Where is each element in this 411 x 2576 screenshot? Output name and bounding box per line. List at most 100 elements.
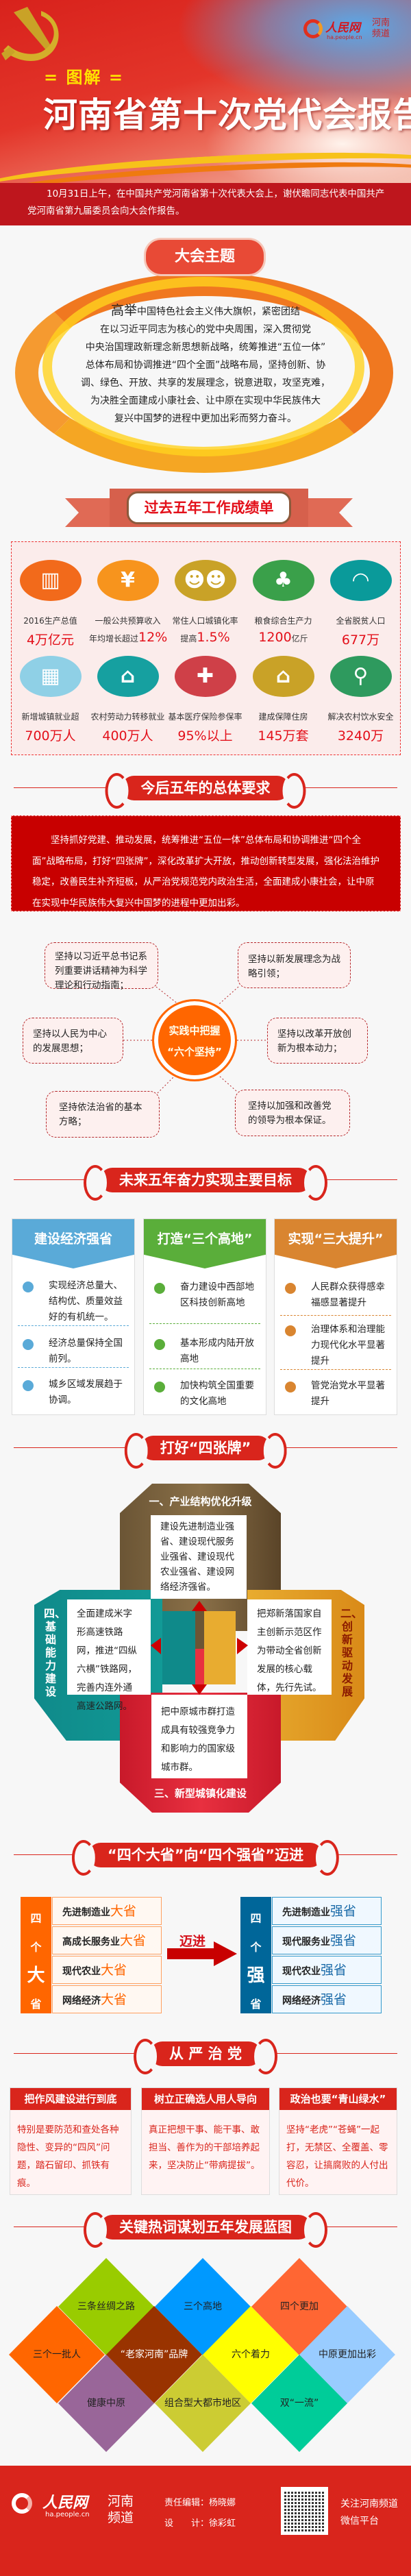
section-header: 从 严 治 党 (14, 2039, 397, 2074)
goal-item: 经济总量保持全国前列。 (18, 1336, 129, 1367)
theme-line: 调、绿色、开放、共享的发展理念，锐意进取，攻坚克难， (81, 378, 330, 389)
people-net-logo[interactable]: 人民网 ha.people.cn 河南频道 (303, 18, 396, 45)
goal-column: 打造“三个高地” 奋力建设中西部地区科技创新高地 基本形成内陆开放高地 加快构筑… (143, 1218, 266, 1415)
persistence-item: 坚持以加强和改善党的领导为根本保证。 (235, 1090, 350, 1136)
card-body: 特别是要防范和查处各种隐性、变异的“四风”问题，踏石留印、抓铁有痕。 (17, 2124, 119, 2189)
goal-column-title: 建设经济强省 (12, 1219, 134, 1268)
section-title: “四个大省”向“四个强省”迈进 (71, 1840, 340, 1876)
footer: 人民网 ha.people.cn 河南频道 责任编辑：杨晓娜 设 计：徐彩虹 关… (0, 2466, 411, 2576)
bullet-icon (23, 1281, 34, 1292)
medical-kit-icon: ✚ (174, 656, 236, 697)
goal-column-title: 实现“三大提升” (275, 1219, 397, 1268)
bar-chart-icon: ▥ (19, 560, 82, 601)
section-title: 从 严 治 党 (134, 2039, 277, 2074)
four-big-provinces: 四个大省 先进制造业大省 高成长服务业大省 现代农业大省 网络经济大省 (21, 1897, 162, 2013)
stat-value: 1200亿斤 (258, 630, 308, 645)
divider (18, 1325, 129, 1326)
city-worker-icon: ▦ (19, 656, 82, 697)
center-line: 实践中把握 (169, 1025, 221, 1037)
section-title: 今后五年的总体要求 (105, 773, 306, 809)
wheat-icon: ♣ (252, 560, 314, 601)
section-header: 未来五年奋力实现主要目标 (14, 1165, 397, 1201)
goal-item: 奋力建设中西部地区科技创新高地 (149, 1279, 260, 1311)
section-header: 打好“四张牌” (14, 1433, 397, 1469)
theme-line: 在以习近平同志为核心的党中央周围，深入贯彻党 (100, 324, 311, 335)
persistence-item: 坚持以习近平总书记系列重要讲话精神为科学理论和行动指南； (45, 942, 158, 991)
card-body: 真正把想干事、能干事、敢担当、善作为的干部培养起来，坚决防止“带病提拔”。 (149, 2124, 260, 2171)
stat-value: 提高1.5% (180, 630, 230, 645)
faucet-icon: ⚲ (329, 656, 392, 697)
stat-item: ▥ 2016生产总值 4万亿元 (12, 560, 89, 648)
bullet-icon (285, 1325, 296, 1336)
card-label: 三、新型城镇化建设 (153, 1787, 247, 1800)
bullet-icon (23, 1339, 34, 1350)
section-title: 关键热词谋划五年发展蓝图 (84, 2212, 327, 2248)
theme-line: 中央治国理政新理念新思想新战略，统筹推进“五位一体” (85, 342, 326, 353)
card-text: 把郑新落国家自主创新示范区作为带动全省创新发展的核心载体，先行先试。 (247, 1599, 332, 1695)
goal-item: 基本形成内陆开放高地 (149, 1336, 260, 1367)
card-title: 把作风建设进行到底 (10, 2088, 131, 2110)
house-in-hands-icon: ⌂ (252, 656, 314, 697)
divider (18, 1367, 129, 1368)
discipline-card: 把作风建设进行到底特别是要防范和查处各种隐性、变异的“四风”问题，踏石留印、抓铁… (10, 2087, 132, 2195)
connector-lines (123, 986, 267, 1094)
persistence-item: 坚持以新发展理念为战略引领； (238, 942, 351, 988)
theme-line: 为决胜全面建成小康社会、让中原在实现中华民族伟大 (90, 395, 321, 406)
footer-logo-name: 人民网 (42, 2494, 88, 2512)
bullet-icon (285, 1382, 296, 1393)
qr-code[interactable] (281, 2487, 328, 2535)
section-header: “四个大省”向“四个强省”迈进 (14, 1840, 397, 1876)
stat-value: 4万亿元 (26, 633, 75, 648)
persistence-item: 坚持以改革开放创新为根本动力； (267, 1018, 368, 1064)
center-square (162, 1611, 236, 1684)
persistence-item: 坚持以人民为中心的发展思想； (23, 1018, 123, 1064)
bullet-icon (154, 1339, 165, 1350)
footer-logo-url[interactable]: ha.people.cn (45, 2511, 90, 2518)
yuan-icon: ¥ (97, 560, 159, 601)
province-row: 先进制造业大省 (52, 1897, 162, 1925)
stat-item: ♣ 粮食综合生产力 1200亿斤 (245, 560, 322, 645)
advance-label: 迈进 (179, 1934, 206, 1949)
stat-value: 145万套 (258, 728, 309, 744)
theme-line: 总体布局和协调推进“四个全面”战略布局，坚持创新、协 (85, 360, 326, 371)
stat-value: 95%以上 (177, 728, 233, 744)
province-row: 网络经济大省 (52, 1985, 162, 2013)
goal-item: 城乡区域发展趋于协调。 (18, 1377, 129, 1408)
four-strong-provinces: 四个强省 先进制造业强省 现代服务业强省 现代农业强省 网络经济强省 (240, 1897, 382, 2013)
province-row: 现代农业大省 (52, 1956, 162, 1984)
card-label: 四、基础能力建设 (44, 1607, 66, 1698)
stat-item: ☻☻常住人口城镇化率提高1.5% (166, 560, 244, 645)
stat-value: 400万人 (102, 728, 153, 744)
logo-mark-icon (12, 2493, 32, 2514)
graphic-tag: = 图解 = (44, 68, 124, 87)
bullet-icon (285, 1283, 296, 1294)
card-label: 二、创新驱动发展 (340, 1607, 363, 1698)
stat-value: 700万人 (25, 728, 76, 744)
discipline-card: 政治也要“青山绿水”坚持“老虎”“苍蝇”一起打，无禁区、全覆盖、零容忍，让搞腐败… (279, 2087, 397, 2195)
province-row: 现代服务业强省 (272, 1926, 382, 1954)
bullet-icon (23, 1380, 34, 1391)
stat-label: 2016生产总值 (23, 616, 77, 626)
card-text: 把中原城市群打造成具有较强竞争力和影响力的国家级城市群。 (151, 1695, 247, 1778)
stat-label: 全省脱贫人口 (336, 616, 386, 626)
divider (280, 1369, 391, 1370)
editor-line: 责任编辑：杨晓娜 (164, 2498, 236, 2508)
center-line: “六个坚持” (167, 1046, 222, 1058)
province-row: 高成长服务业大省 (52, 1926, 162, 1954)
card-title: 树立正确选人用人导向 (142, 2088, 269, 2110)
section-header: 关键热词谋划五年发展蓝图 (14, 2212, 397, 2248)
card-text: 全面建成米字形高速铁路网，推进“四纵六横”铁路网，完善内连外通高速公路网。 (67, 1599, 151, 1712)
designer-line: 设 计：徐彩虹 (164, 2518, 236, 2529)
goal-column-title: 打造“三个高地” (144, 1219, 266, 1268)
bullet-icon (154, 1382, 165, 1393)
stat-value: 677万 (341, 633, 380, 648)
goal-column: 建设经济强省 实现经济总量大、结构优、质量效益好的有机统一。 经济总量保持全国前… (12, 1218, 135, 1415)
theme-text: 高举中国特色社会主义伟大旗帜，紧密团结 在以习近平同志为核心的党中央周围，深入贯… (55, 302, 356, 428)
stat-label: 粮食综合生产力 (254, 616, 312, 626)
bullet-icon (154, 1283, 165, 1294)
